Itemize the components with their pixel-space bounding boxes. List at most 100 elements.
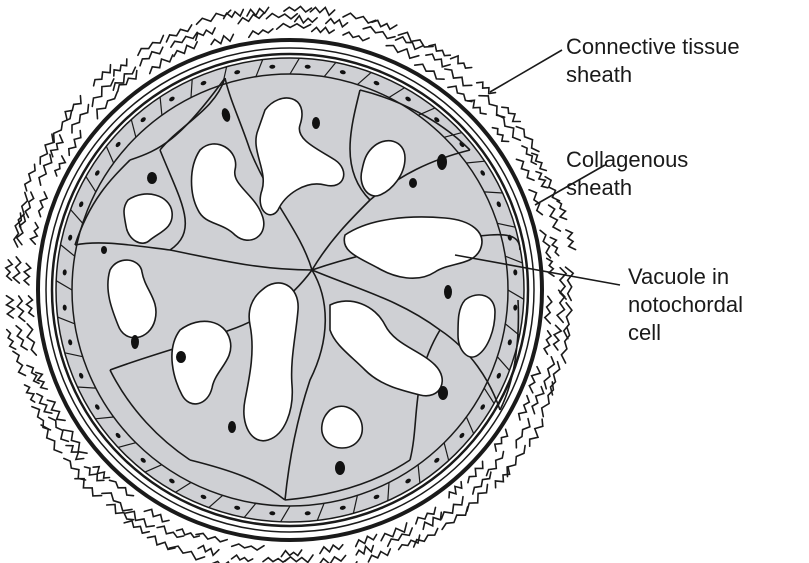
connective-fiber <box>65 96 81 120</box>
connective-fiber <box>467 484 487 511</box>
connective-fiber <box>27 324 36 355</box>
connective-fiber <box>16 326 27 350</box>
connective-fiber <box>566 267 574 300</box>
collagenous-sheath-label-line2: sheath <box>566 174 688 202</box>
connective-fiber <box>247 7 269 16</box>
connective-fiber <box>39 192 47 217</box>
connective-fiber <box>281 550 301 557</box>
connective-fiber <box>36 372 48 389</box>
connective-fiber <box>93 467 109 478</box>
connective-fiber <box>157 526 184 537</box>
connective-fiber <box>24 263 31 285</box>
connective-fiber <box>7 330 16 350</box>
connective-fiber <box>174 42 197 57</box>
connective-fiber <box>97 92 117 119</box>
connective-fiber <box>211 34 233 44</box>
connective-fiber <box>536 172 548 188</box>
connective-fiber <box>140 47 163 66</box>
connective-fiber <box>249 29 273 37</box>
connective-fiber <box>477 82 496 94</box>
connective-fiber <box>557 201 567 219</box>
connective-fiber <box>519 396 530 420</box>
connective-fiber <box>549 205 561 231</box>
leader-connective-tissue-sheath <box>490 50 562 92</box>
connective-fiber <box>398 32 433 47</box>
connective-fiber <box>566 230 576 250</box>
connective-tissue-sheath-label: Connective tissue sheath <box>566 33 740 89</box>
connective-fiber <box>30 223 38 245</box>
connective-fiber <box>54 111 72 143</box>
collagenous-sheath-label-line1: Collagenous <box>566 146 688 174</box>
connective-fiber <box>284 6 312 12</box>
connective-fiber <box>487 452 504 476</box>
connective-fiber <box>532 153 547 170</box>
connective-fiber <box>540 230 550 258</box>
vacuole-bottom <box>322 406 363 448</box>
connective-fiber <box>372 20 397 29</box>
connective-fiber <box>492 128 508 142</box>
connective-fiber <box>25 385 35 402</box>
connective-fiber <box>94 65 111 86</box>
connective-fiber <box>399 535 420 550</box>
connective-fiber <box>27 296 34 317</box>
connective-fiber <box>356 546 373 555</box>
connective-fiber <box>554 325 562 350</box>
connective-fiber <box>468 100 487 114</box>
vacuole-label-line1: Vacuole in <box>628 263 743 291</box>
connective-fiber <box>92 79 114 107</box>
connective-fiber <box>232 544 264 550</box>
connective-fiber <box>542 382 554 417</box>
connective-fiber <box>263 558 288 562</box>
collagenous-sheath-label: Collagenous sheath <box>566 146 688 202</box>
connective-fiber <box>312 27 335 33</box>
connective-fiber <box>13 257 21 283</box>
connective-fiber <box>381 523 407 541</box>
connective-fiber <box>72 105 89 133</box>
connective-fiber <box>544 331 551 354</box>
connective-fiber <box>343 13 376 23</box>
connective-fiber <box>224 10 244 19</box>
connective-fiber <box>64 458 86 480</box>
connective-fiber <box>310 7 334 15</box>
connective-fiber <box>196 533 227 541</box>
connective-fiber <box>144 509 169 521</box>
connective-fiber <box>319 556 346 563</box>
connective-fiber <box>13 351 26 375</box>
connective-fiber <box>445 69 472 86</box>
connective-fiber <box>320 545 343 554</box>
vacuole-label-line3: cell <box>628 319 743 347</box>
connective-fiber <box>295 16 317 23</box>
connective-fiber <box>6 296 14 318</box>
connective-fiber <box>197 10 231 24</box>
connective-fiber <box>232 555 253 561</box>
connective-fiber <box>171 32 197 47</box>
connective-fiber <box>266 14 297 19</box>
connective-fiber <box>238 13 264 24</box>
connective-fiber <box>17 296 25 321</box>
connective-fiber <box>32 407 51 430</box>
connective-fiber <box>557 290 565 322</box>
connective-fiber <box>545 296 552 323</box>
vacuole-label: Vacuole in notochordal cell <box>628 263 743 347</box>
connective-fiber <box>451 56 472 68</box>
connective-tissue-sheath-label-line2: sheath <box>566 61 740 89</box>
connective-tissue-sheath-label-line1: Connective tissue <box>566 33 740 61</box>
connective-fiber <box>55 156 65 176</box>
connective-fiber <box>550 237 558 255</box>
connective-fiber <box>529 367 540 393</box>
connective-fiber <box>196 28 215 40</box>
connective-fiber <box>85 467 104 481</box>
connective-fiber <box>166 25 191 42</box>
connective-fiber <box>414 529 438 548</box>
connective-fiber <box>326 19 348 27</box>
connective-fiber <box>516 419 530 448</box>
connective-fiber <box>564 303 572 339</box>
connective-fiber <box>25 164 35 191</box>
connective-fiber <box>343 32 369 41</box>
connective-fiber <box>356 535 377 547</box>
connective-fiber <box>277 24 311 30</box>
connective-fiber <box>285 555 313 562</box>
connective-fiber <box>198 546 219 556</box>
connective-fiber <box>442 507 468 529</box>
